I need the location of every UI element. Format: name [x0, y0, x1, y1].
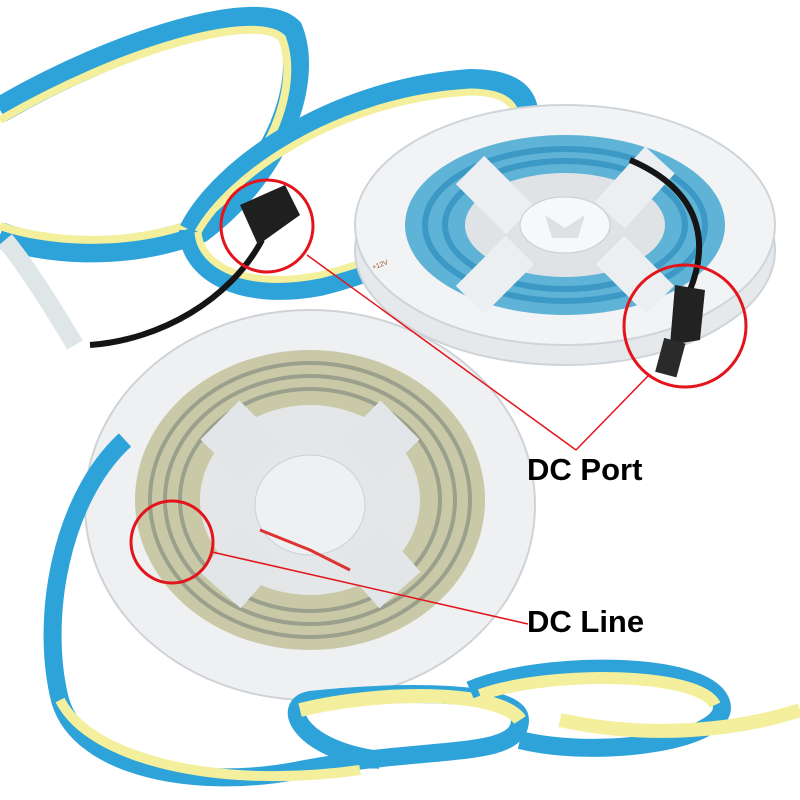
- bottom-loose-strip: [43, 433, 800, 787]
- dc-line-label: DC Line: [527, 604, 645, 639]
- dc-port-label: DC Port: [527, 452, 643, 487]
- bottom-reel: [84, 309, 536, 701]
- callouts: [129, 178, 748, 625]
- dc-cable: [89, 157, 705, 378]
- top-reel: [354, 104, 776, 366]
- dc-port-callout-circle-left: [219, 178, 315, 274]
- dc-port-callout-circle-right: [622, 263, 748, 389]
- dc-line-callout-circle: [129, 499, 215, 585]
